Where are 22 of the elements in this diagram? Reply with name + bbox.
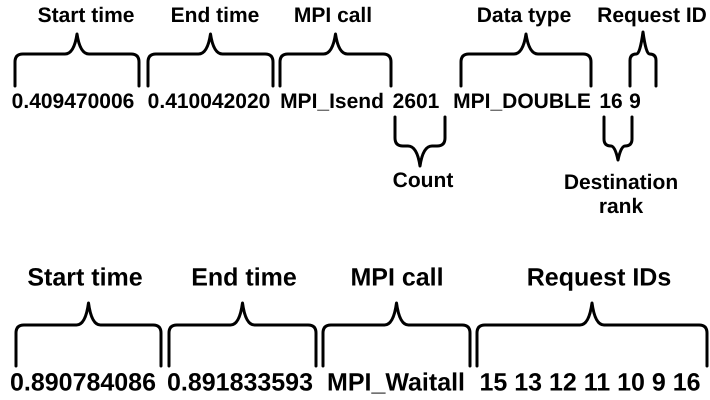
- trace-value: 2601: [392, 90, 440, 114]
- field-label: End time: [170, 4, 260, 28]
- trace-value: MPI_Isend: [280, 90, 384, 114]
- field-label: Request IDs: [526, 264, 672, 292]
- field-label: End time: [191, 264, 297, 292]
- trace-value: 0.891833593: [167, 368, 313, 398]
- trace-value: 16: [599, 90, 623, 114]
- field-label: MPI call: [294, 4, 372, 28]
- trace-value: 0.409470006: [12, 90, 134, 114]
- field-label: Start time: [27, 264, 143, 292]
- field-label: MPI call: [350, 264, 444, 292]
- field-label: Start time: [38, 4, 134, 28]
- trace-value: 9: [629, 90, 641, 114]
- trace-value: 15 13 12 11 10 9 16: [479, 368, 701, 398]
- field-label: Destination rank: [562, 170, 680, 220]
- field-label: Count: [392, 168, 454, 194]
- field-label: Data type: [476, 4, 572, 28]
- trace-value: 0.410042020: [148, 90, 270, 114]
- field-label: Request ID: [597, 4, 707, 28]
- trace-value: MPI_DOUBLE: [453, 90, 591, 114]
- trace-value: 0.890784086: [10, 368, 156, 398]
- trace-value: MPI_Waitall: [327, 368, 465, 398]
